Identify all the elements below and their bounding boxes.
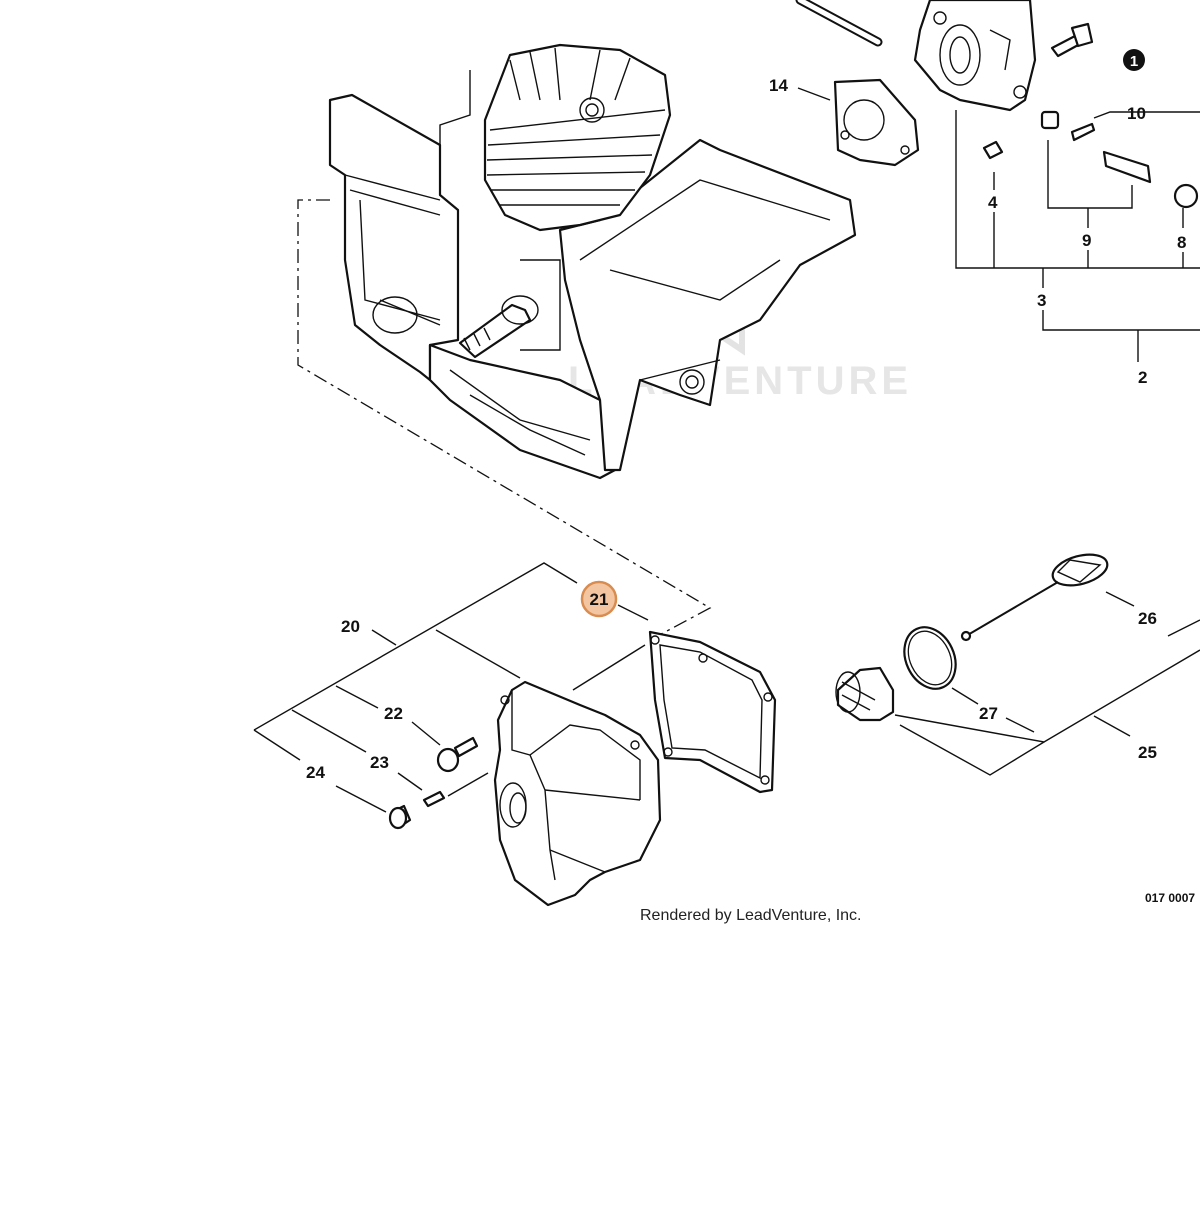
small-parts-right-drawing (982, 110, 1199, 209)
gasket-14-drawing (833, 78, 920, 167)
strainer-26-drawing (960, 553, 1109, 642)
callout-22: 22 (384, 704, 403, 723)
callout-1: 1 (1130, 53, 1138, 70)
bottom-right-leaders (894, 591, 1200, 776)
bottom-left-leaders (253, 562, 649, 813)
callout-20: 20 (341, 617, 360, 636)
o-ring-27-drawing (903, 626, 957, 690)
oil-pump-drawing (795, 0, 1037, 112)
reference-bullet-1 (1123, 49, 1145, 71)
highlight-marker-21[interactable] (580, 580, 618, 618)
top-right-leaders (797, 87, 1200, 362)
callout-9: 9 (1082, 231, 1091, 250)
callout-26: 26 (1138, 609, 1157, 628)
crankcase-cover-drawing (493, 680, 662, 907)
oil-cap-drawing (835, 666, 895, 722)
cap-24-drawing (388, 804, 412, 830)
callout-23: 23 (370, 753, 389, 772)
footer-credit: Rendered by LeadVenture, Inc. (640, 907, 862, 924)
bolt-part-1-drawing (1050, 22, 1094, 58)
callout-10: 10 (1127, 104, 1146, 123)
callout-27: 27 (979, 704, 998, 723)
callout-14: 14 (769, 76, 788, 95)
pin-23-drawing (422, 790, 446, 808)
gasket-21-drawing (648, 630, 777, 794)
callout-8: 8 (1177, 233, 1186, 252)
callout-2: 2 (1138, 368, 1147, 387)
engine-crankcase-drawing (328, 43, 857, 480)
callout-3: 3 (1037, 291, 1046, 310)
callout-24: 24 (306, 763, 325, 782)
diagram-code: 017 0007 (1145, 891, 1195, 905)
bolt-22-drawing (436, 736, 479, 773)
callout-4: 4 (988, 193, 998, 212)
callout-21[interactable]: 21 (590, 590, 609, 609)
callout-25: 25 (1138, 743, 1157, 762)
assembly-dash-line (297, 199, 712, 641)
